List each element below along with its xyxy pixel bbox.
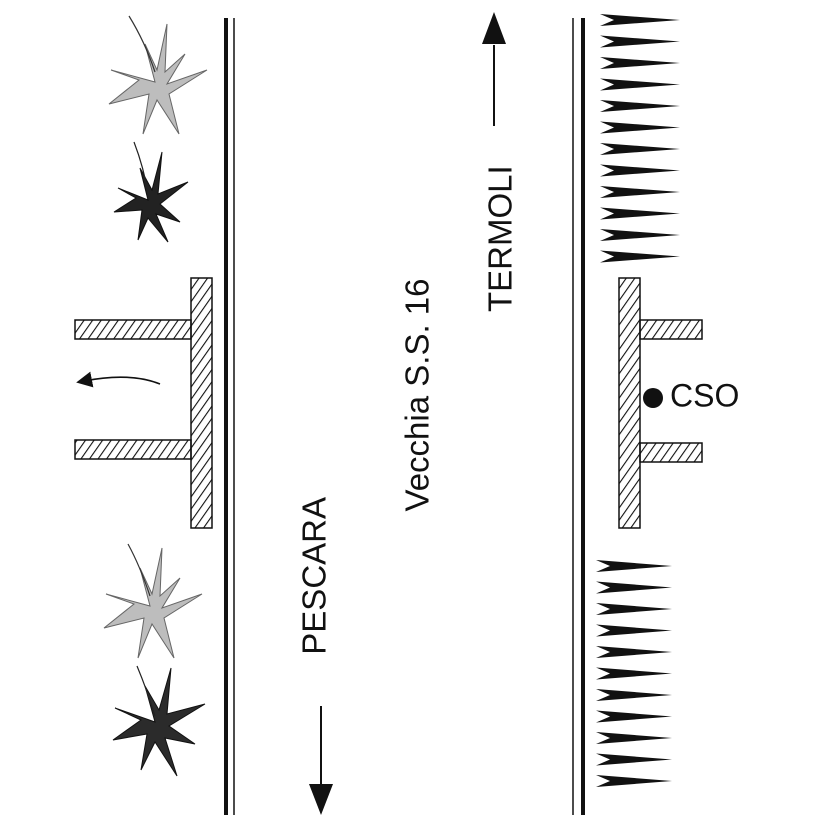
plant-icon: [103, 543, 203, 659]
plant-icon: [113, 141, 189, 243]
hedge-spike-icon: [600, 78, 680, 91]
right-road-edge: [572, 18, 585, 815]
hedge-spike-icon: [600, 207, 680, 220]
right-structure: [618, 277, 703, 529]
north-arrow-icon: [482, 12, 506, 126]
road-name: Vecchia S.S. 16: [399, 279, 436, 512]
hedge-spike-icon: [600, 186, 680, 198]
hedge-spike-icon: [596, 710, 672, 723]
hedge-spike-icon: [600, 14, 680, 26]
hedge-spike-icon: [596, 581, 672, 594]
hedge-spike-icon: [596, 732, 672, 744]
hedge-spike-icon: [596, 753, 672, 766]
direction-south-label: PESCARA: [296, 497, 333, 655]
hedge-spike-icon: [600, 100, 680, 112]
hedge-spike-icon: [600, 164, 680, 177]
flow-arrow-icon: [76, 371, 161, 388]
hedge-spike-icon: [600, 143, 680, 155]
hedge-spike-icon: [600, 121, 680, 134]
hedge-spike-icon: [596, 689, 672, 701]
cso-label: CSO: [670, 377, 739, 413]
direction-north-label: TERMOLI: [482, 165, 519, 312]
hedge-bottom: [596, 560, 672, 787]
hedge-spike-icon: [600, 229, 680, 241]
hedge-spike-icon: [596, 603, 672, 615]
hedge-spike-icon: [596, 624, 672, 637]
hedge-spike-icon: [600, 35, 680, 48]
hedge-spike-icon: [600, 57, 680, 69]
hedge-spike-icon: [596, 775, 672, 787]
hedge-top: [600, 14, 680, 263]
hedge-spike-icon: [600, 250, 680, 263]
cso-point: [643, 388, 663, 408]
hedge-spike-icon: [596, 667, 672, 680]
hedge-spike-icon: [596, 560, 672, 572]
left-structure: [74, 277, 213, 529]
south-arrow-icon: [309, 706, 333, 815]
hedge-spike-icon: [596, 646, 672, 658]
plant-icon: [108, 15, 208, 135]
plant-icon: [112, 665, 206, 777]
left-road-edge: [224, 18, 235, 815]
